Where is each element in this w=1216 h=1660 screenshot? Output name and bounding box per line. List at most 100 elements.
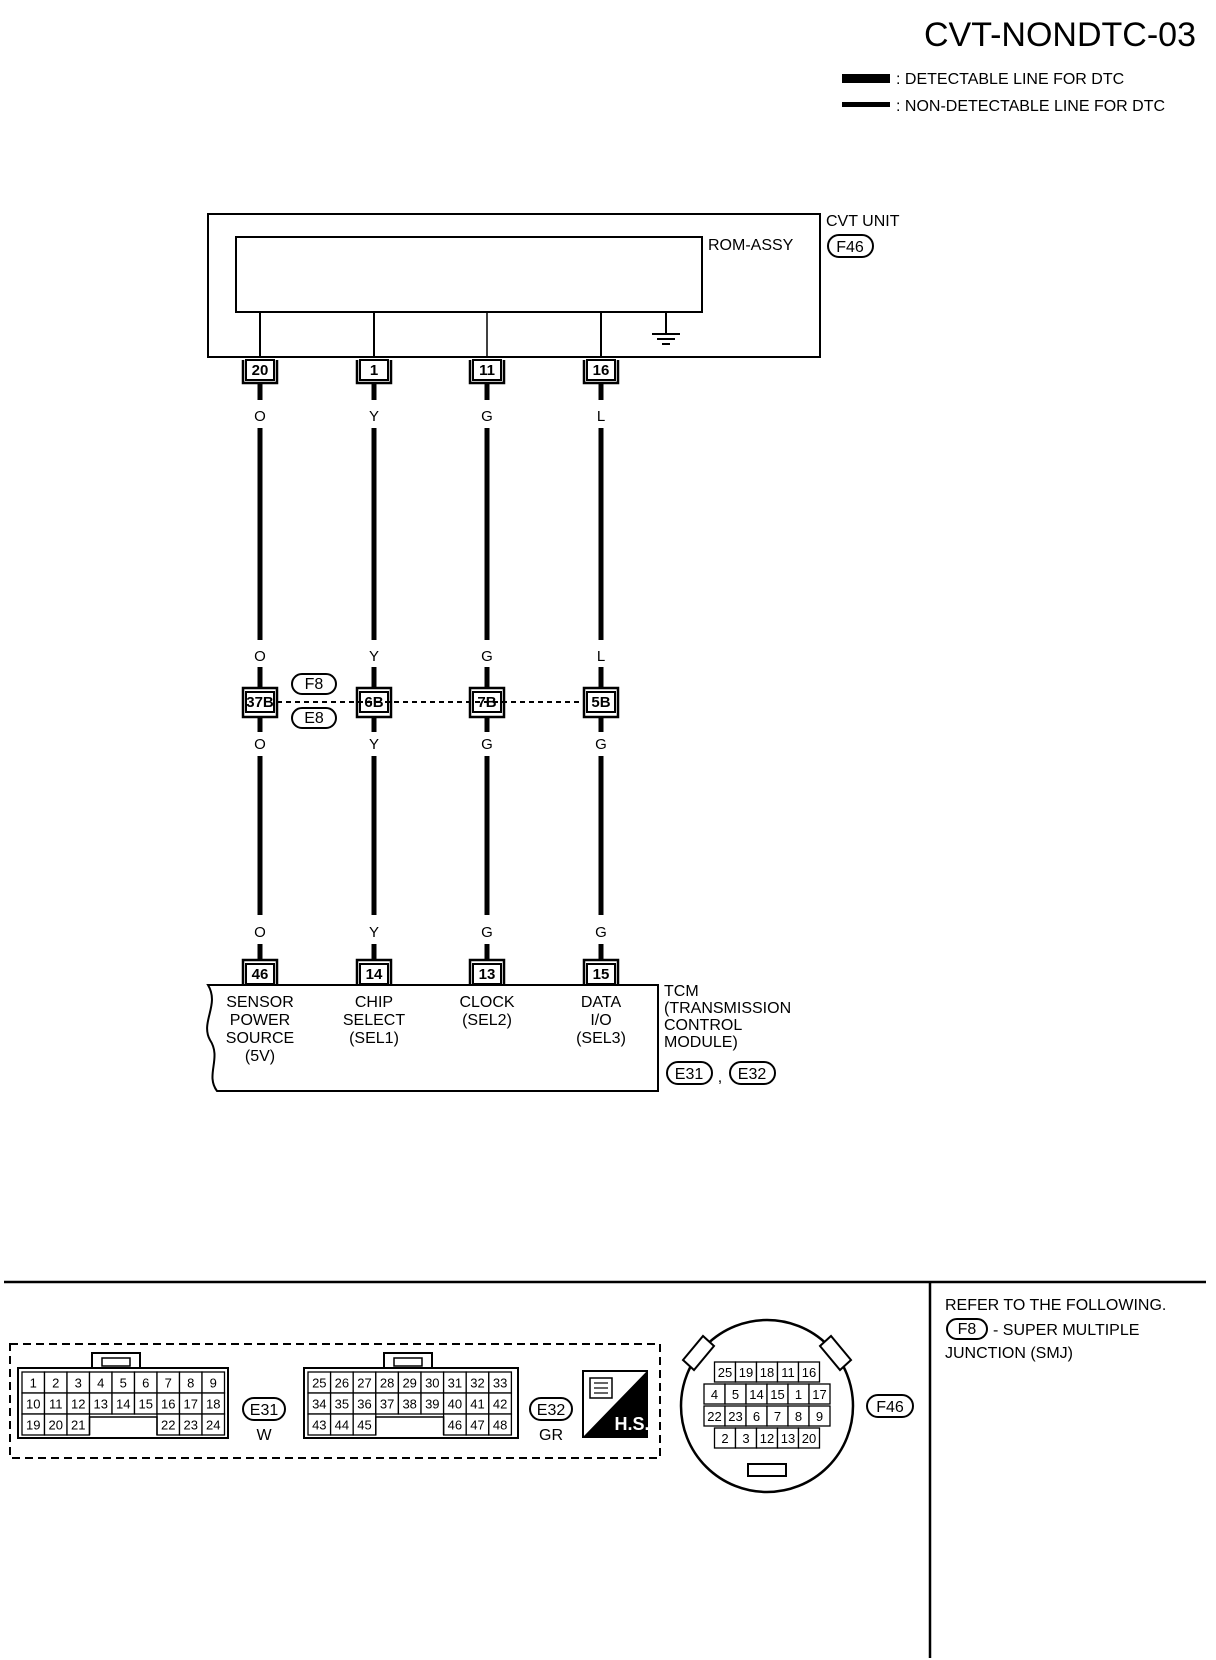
cvt-connector-badge — [827, 234, 874, 258]
hs-badge-label: H.S. — [614, 1414, 649, 1434]
tcm-function-label: CHIP — [355, 994, 393, 1011]
pin-number: 1 — [795, 1387, 802, 1402]
pin-number: 2 — [721, 1431, 728, 1446]
circuit-data-io: 16 L L 5B G G 15 DATA I/O (SEL3) — [576, 359, 626, 1047]
pin-number: 19 — [26, 1418, 40, 1433]
pin-number: 48 — [493, 1418, 507, 1433]
refer-description-line1: - SUPER MULTIPLE — [993, 1322, 1139, 1339]
tcm-connector-a-label: E31 — [675, 1066, 704, 1083]
pin-number: 12 — [71, 1397, 85, 1412]
circuit-clock: 11 G G 7B G G 13 CLOCK (SEL2) — [459, 359, 515, 1029]
pin-number: 15 — [770, 1387, 784, 1402]
circuit-sensor-power: 20 O O 37B O O 46 SENSOR POWER SOURCE (5… — [226, 359, 294, 1065]
tcm-connector-views-frame — [9, 1343, 661, 1459]
refer-heading: REFER TO THE FOLLOWING. — [945, 1297, 1166, 1314]
pin-number: 36 — [357, 1397, 371, 1412]
pin-number: 3 — [75, 1376, 82, 1391]
pin-number: 4 — [711, 1387, 718, 1402]
tcm-pin-14: 14 — [366, 966, 383, 983]
cvt-unit-label: CVT UNIT — [826, 213, 900, 230]
tcm-function-label: POWER — [230, 1012, 290, 1029]
tcm-pin-15: 15 — [593, 966, 610, 983]
pin-number: 28 — [380, 1376, 394, 1391]
pin-cell — [797, 1361, 821, 1383]
joint-pin-6b: 6B — [364, 694, 383, 711]
pin-number: 7 — [774, 1409, 781, 1424]
pin-number: 31 — [448, 1376, 462, 1391]
pin-number: 22 — [707, 1409, 721, 1424]
wire-color-label: G — [481, 736, 493, 753]
pin-number: 11 — [49, 1397, 63, 1412]
pin-number: 9 — [210, 1376, 217, 1391]
e31-badge — [242, 1397, 286, 1421]
tcm-box — [206, 984, 659, 1092]
key-notch — [375, 1416, 445, 1435]
pin-number: 3 — [742, 1431, 749, 1446]
refer-description-line2: JUNCTION (SMJ) — [945, 1345, 1073, 1362]
pin-number: 25 — [312, 1376, 326, 1391]
pin-number: 5 — [732, 1387, 739, 1402]
wire-color-label: G — [595, 924, 607, 941]
pin-number: 9 — [816, 1409, 823, 1424]
wire-color-label: O — [254, 736, 266, 753]
tcm-function-label: (SEL3) — [576, 1030, 626, 1047]
pin-number: 32 — [470, 1376, 484, 1391]
f46-badge — [866, 1394, 914, 1418]
pin-number: 37 — [380, 1397, 394, 1412]
pin-number: 22 — [161, 1418, 175, 1433]
pin-number: 21 — [71, 1418, 85, 1433]
wire-color-label: O — [254, 408, 266, 425]
legend-non-detectable-text: : NON-DETECTABLE LINE FOR DTC — [896, 98, 1165, 115]
legend-thick-line-swatch — [842, 74, 890, 83]
tcm-label-line: MODULE) — [664, 1034, 738, 1051]
pin-number: 8 — [187, 1376, 194, 1391]
rom-assy-box — [235, 236, 703, 313]
pin-cell — [797, 1427, 821, 1449]
pin-number: 16 — [161, 1397, 175, 1412]
tcm-connector-b-badge — [729, 1061, 776, 1085]
cvt-connector-label: F46 — [836, 239, 864, 256]
connector-icon — [589, 1377, 613, 1399]
pin-number: 26 — [335, 1376, 349, 1391]
key-notch — [88, 1416, 158, 1435]
pin-number: 25 — [718, 1365, 732, 1380]
pin-number: 23 — [728, 1409, 742, 1424]
pin-number: 8 — [795, 1409, 802, 1424]
e32-badge — [529, 1397, 573, 1421]
pin-number: 18 — [760, 1365, 774, 1380]
joint-lower-label: E8 — [304, 710, 324, 727]
pin-number: 17 — [812, 1387, 826, 1402]
tcm-function-label: DATA — [581, 994, 622, 1011]
tcm-connector-b-label: E32 — [738, 1066, 767, 1083]
legend-thin-line-swatch — [842, 102, 890, 107]
wire-color-label: Y — [369, 924, 379, 941]
e31-id-label: E31 — [250, 1402, 279, 1419]
pin-number: 13 — [781, 1431, 795, 1446]
tcm-function-label: (SEL1) — [349, 1030, 399, 1047]
pin-number: 17 — [184, 1397, 198, 1412]
pin-number: 47 — [470, 1418, 484, 1433]
wire-color-label: G — [481, 924, 493, 941]
joint-upper-badge — [291, 673, 337, 695]
pin-number: 42 — [493, 1397, 507, 1412]
e31-color-label: W — [256, 1427, 272, 1444]
pin-number: 2 — [52, 1376, 59, 1391]
wire-color-label: L — [597, 648, 605, 665]
pin-number: 29 — [402, 1376, 416, 1391]
pin-number: 24 — [206, 1418, 220, 1433]
wire-color-label: O — [254, 648, 266, 665]
pin-number: 34 — [312, 1397, 326, 1412]
tcm-function-label: I/O — [590, 1012, 611, 1029]
tcm-label-line: (TRANSMISSION — [664, 1000, 791, 1017]
e32-color-label: GR — [539, 1427, 563, 1444]
pin-number: 11 — [781, 1365, 795, 1380]
tcm-label-line: TCM — [664, 983, 699, 1000]
pin-number: 30 — [425, 1376, 439, 1391]
tcm-pin-13: 13 — [479, 966, 496, 983]
pin-number: 4 — [97, 1376, 104, 1391]
